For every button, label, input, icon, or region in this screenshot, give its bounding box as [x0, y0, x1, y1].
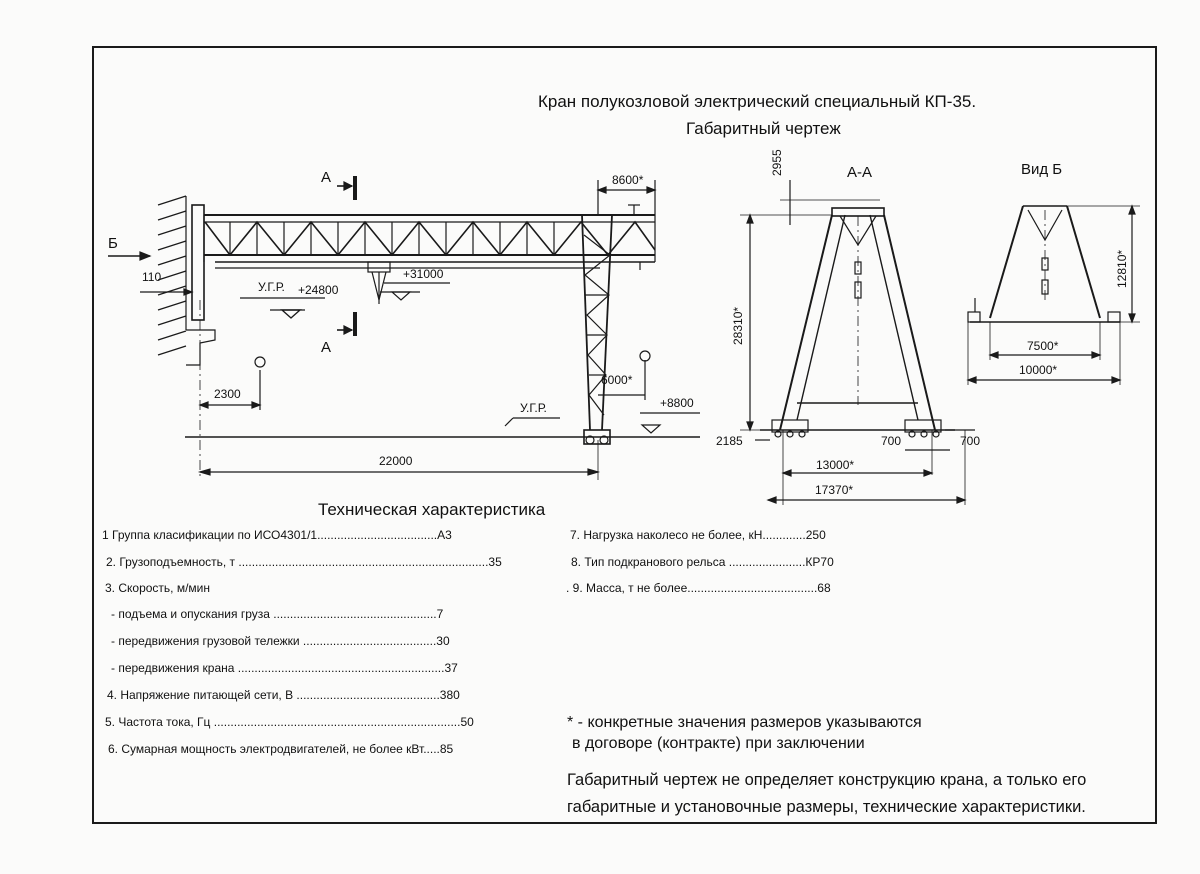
- dim-110: 110: [142, 270, 161, 284]
- disclaimer-line1: Габаритный чертеж не определяет конструк…: [567, 771, 1087, 789]
- dim-22000: 22000: [379, 454, 413, 468]
- arrow-b-label: Б: [108, 235, 118, 252]
- spec-item-6: 6. Сумарная мощность электродвигателей, …: [108, 742, 454, 756]
- dim-7500: 7500*: [1027, 339, 1059, 353]
- section-a-top-label: А: [321, 169, 331, 186]
- dim-10000: 10000*: [1019, 363, 1057, 377]
- note-asterisk-line2: в договоре (контракте) при заключении: [572, 735, 865, 752]
- view-b-label: Вид Б: [1021, 161, 1062, 178]
- spec-title: Техническая характеристика: [318, 500, 546, 519]
- disclaimer-line2: габаритные и установочные размеры, техни…: [567, 798, 1086, 816]
- wall-hatch: [157, 195, 216, 366]
- spec-item-3a: - подъема и опускания груза ............…: [111, 607, 444, 621]
- dim-700-b: 700: [960, 434, 980, 448]
- main-girder: [203, 214, 656, 269]
- dim-6000: 6000*: [601, 373, 633, 387]
- dim-12810: 12810*: [1115, 250, 1129, 288]
- dim-17370: 17370*: [815, 483, 853, 497]
- drawing-title: Кран полукозловой электрический специаль…: [538, 92, 977, 111]
- section-a-bottom-label: А: [321, 339, 331, 356]
- note-asterisk-line1: * - конкретные значения размеров указыва…: [567, 714, 922, 731]
- ugr-left-label: У.Г.Р.: [258, 280, 285, 294]
- spec-item-1: 1 Группа класификации по ИСО4301/1......…: [102, 528, 452, 542]
- level-24800: +24800: [298, 283, 339, 297]
- spec-item-8: 8. Тип подкранового рельса .............…: [571, 555, 834, 569]
- level-8800: +8800: [660, 396, 694, 410]
- spec-item-9: . 9. Масса, т не более..................…: [566, 581, 831, 595]
- spec-item-3b: - передвижения грузовой тележки ........…: [111, 634, 450, 648]
- drawing-subtitle: Габаритный чертеж: [686, 119, 841, 138]
- spec-item-3c: - передвижения крана ...................…: [111, 661, 458, 675]
- dim-2955: 2955: [770, 149, 784, 176]
- crane-leg: [581, 204, 641, 445]
- level-31000: +31000: [403, 267, 444, 281]
- dim-2185: 2185: [716, 434, 743, 448]
- drawing-frame: [92, 46, 1157, 824]
- dim-8600: 8600*: [612, 173, 644, 187]
- wall-column: [191, 204, 205, 321]
- dim-28310: 28310*: [731, 307, 745, 345]
- section-aa-frame: [760, 207, 975, 438]
- section-aa-label: А-А: [847, 164, 872, 181]
- spec-item-4: 4. Напряжение питающей сети, В .........…: [107, 688, 460, 702]
- view-b-frame: [967, 205, 1121, 323]
- spec-item-2: 2. Грузоподъемность, т .................…: [106, 555, 502, 569]
- dim-2300: 2300: [214, 387, 241, 401]
- spec-item-3: 3. Скорость, м/мин: [105, 581, 210, 595]
- dim-13000: 13000*: [816, 458, 854, 472]
- spec-item-5: 5. Частота тока, Гц ....................…: [105, 715, 474, 729]
- dim-700-a: 700: [881, 434, 901, 448]
- ugr-right-label: У.Г.Р.: [520, 401, 547, 415]
- spec-item-7: 7. Нагрузка наколесо не более, кН.......…: [570, 528, 826, 542]
- trolley-hook: [367, 261, 391, 304]
